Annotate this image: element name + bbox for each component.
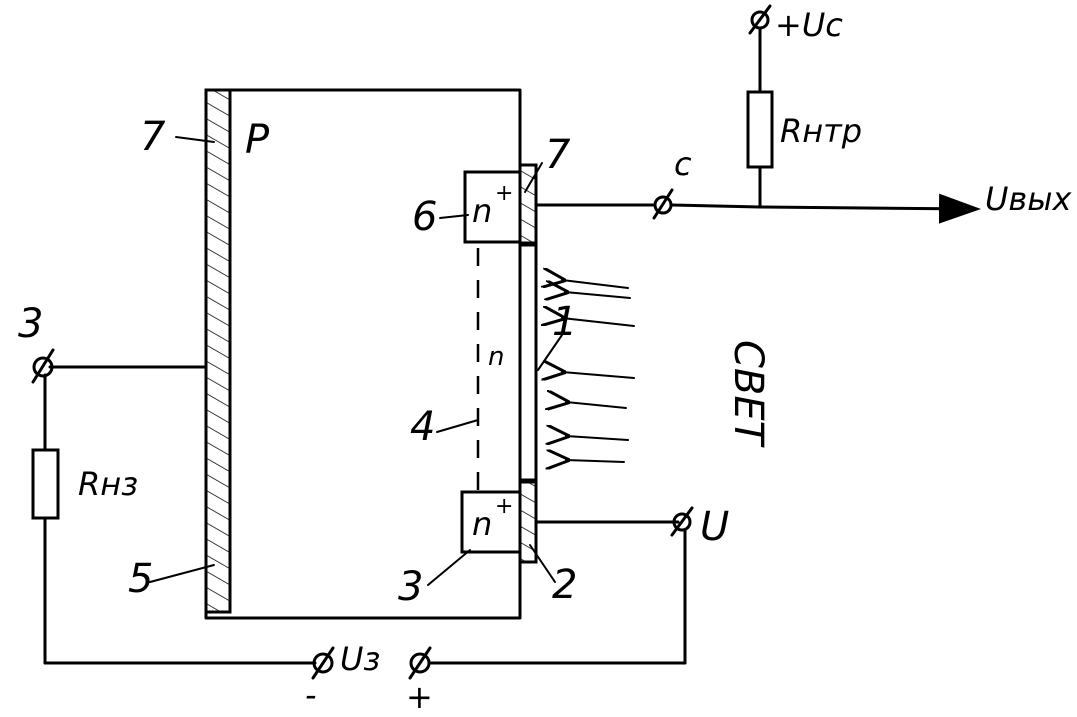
- node-c-label: c: [674, 145, 692, 183]
- n-plus-bottom-sup: +: [495, 494, 513, 519]
- r-nz-label: Rнз: [78, 465, 138, 503]
- terminal-u: [670, 506, 694, 537]
- left-contact-layer: [204, 88, 232, 614]
- n-plus-top-sup: +: [495, 181, 513, 206]
- terminal-uc: [748, 4, 772, 35]
- uz-label: Uз: [340, 640, 380, 678]
- callout-7-left: 7: [140, 114, 166, 160]
- callout-3-bottom: 3: [398, 564, 423, 610]
- right-transparent-layer: [518, 243, 538, 482]
- left-wiring: [31, 365, 317, 665]
- uc-label: +Uc: [775, 6, 843, 44]
- output-wiring: [534, 193, 981, 224]
- n-plus-top-label: n: [472, 192, 492, 230]
- callout-6: 6: [412, 194, 437, 240]
- light-arrows: [562, 280, 635, 462]
- region-n-label: n: [488, 342, 504, 372]
- callout-5: 5: [128, 556, 153, 602]
- bottom-wiring: [428, 520, 687, 665]
- minus-sign: -: [305, 676, 317, 714]
- terminal-uz-plus: [408, 646, 432, 680]
- n-plus-bottom-label: n: [472, 505, 492, 543]
- callout-4: 4: [410, 404, 435, 450]
- n-plus-region-bottom: [460, 490, 522, 554]
- terminal-c: [652, 188, 674, 220]
- callout-1: 1: [552, 299, 577, 345]
- leader-lines: [149, 136, 563, 586]
- region-p-label: P: [245, 117, 270, 163]
- callout-2: 2: [552, 562, 577, 608]
- callout-3-left: 3: [18, 301, 43, 347]
- plus-sign: +: [406, 678, 433, 716]
- r-ntr-label: Rнтр: [780, 112, 862, 150]
- light-label: СВЕТ: [725, 340, 771, 449]
- terminal-uz-minus: [311, 646, 335, 680]
- callout-7-right: 7: [545, 132, 571, 178]
- terminal-3-left: [31, 348, 55, 384]
- r-ntr-branch: [746, 26, 774, 209]
- u-node-label: U: [700, 504, 729, 550]
- u-out-label: Uвых: [985, 180, 1073, 218]
- n-plus-region-top: [463, 170, 522, 244]
